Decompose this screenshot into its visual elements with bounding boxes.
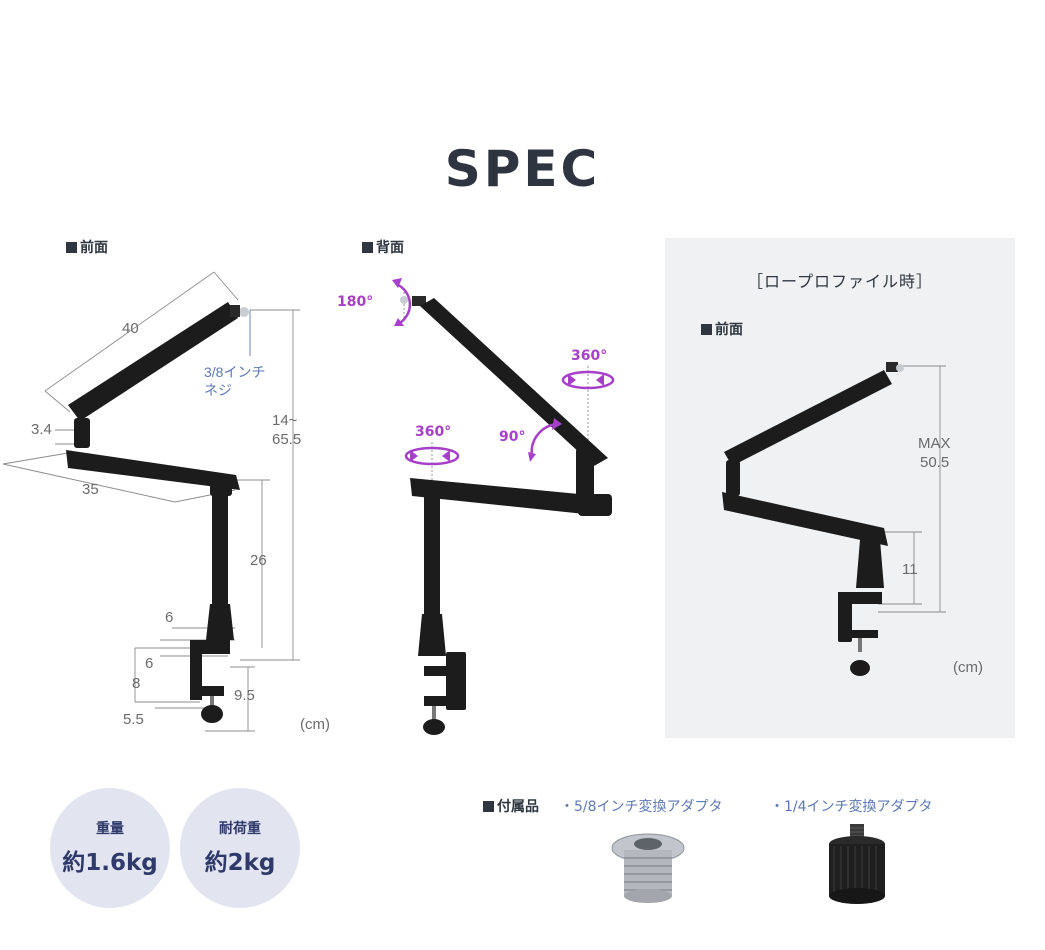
adapter-5-8-icon — [611, 833, 685, 903]
low-upper-arm — [724, 362, 904, 466]
back-section-label: 背面 — [362, 237, 404, 257]
square-bullet-icon — [362, 242, 373, 253]
rotation-90-label: 90° — [499, 429, 525, 445]
low-clamp — [838, 592, 882, 676]
accessory-item-1-4: ・1/4インチ変換アダプタ — [770, 799, 933, 815]
front-upper-arm — [68, 302, 249, 421]
dim-40: 40 — [122, 320, 139, 337]
low-profile-unit: (cm) — [953, 659, 983, 676]
front-lower-arm — [66, 450, 240, 496]
low-lower-arm — [722, 492, 888, 546]
low-post — [856, 540, 884, 588]
low-joint — [726, 460, 740, 496]
weight-label: 重量 — [96, 821, 124, 837]
dim-height-1: 14~ — [272, 412, 298, 429]
back-post — [418, 494, 446, 656]
front-post — [206, 494, 234, 640]
dim-26: 26 — [250, 552, 267, 569]
load-capacity-value: 約2kg — [204, 850, 276, 876]
dim-5-5: 5.5 — [123, 711, 144, 728]
dim-9-5: 9.5 — [234, 687, 255, 704]
dim-8: 8 — [132, 675, 140, 692]
front-clamp — [190, 640, 230, 723]
dim-35: 35 — [82, 481, 99, 498]
front-section-label: 前面 — [66, 237, 108, 257]
square-bullet-icon — [483, 801, 494, 812]
rotate-360-top-arrow — [561, 370, 615, 390]
accessory-item-5-8: ・5/8インチ変換アダプタ — [560, 799, 723, 815]
low-profile-front-label: 前面 — [701, 319, 743, 339]
front-unit: (cm) — [300, 716, 330, 733]
rotation-360-top-label: 360° — [571, 348, 607, 364]
dim-max-value: 50.5 — [920, 454, 949, 471]
adapter-1-4-icon — [829, 824, 885, 904]
rotate-360-left-arrow — [404, 446, 460, 466]
low-profile-panel — [665, 238, 1015, 738]
weight-spec-circle: 重量 約1.6kg — [50, 788, 170, 908]
rotate-180-arrow — [395, 282, 412, 326]
dim-6b: 6 — [145, 655, 153, 672]
page-title: SPEC — [444, 140, 601, 198]
rotation-360-left-label: 360° — [415, 424, 451, 440]
screw-label-1: 3/8インチ — [204, 364, 265, 380]
back-joint — [576, 448, 594, 498]
load-capacity-spec-circle: 耐荷重 約2kg — [180, 788, 300, 908]
back-lower-arm — [410, 478, 612, 516]
dim-6a: 6 — [165, 609, 173, 626]
dim-11: 11 — [902, 561, 918, 578]
back-clamp — [423, 652, 466, 735]
rotation-180-label: 180° — [337, 294, 373, 310]
front-joint — [74, 418, 90, 448]
square-bullet-icon — [66, 242, 77, 253]
weight-value: 約1.6kg — [62, 850, 158, 876]
accessories-label: 付属品 — [483, 796, 539, 816]
dim-height-2: 65.5 — [272, 431, 301, 448]
square-bullet-icon — [701, 324, 712, 335]
load-capacity-label: 耐荷重 — [219, 821, 261, 837]
dim-3-4: 3.4 — [31, 421, 52, 438]
screw-label-2: ネジ — [204, 382, 232, 398]
dim-max-label: MAX — [918, 435, 951, 452]
low-profile-title: ［ロープロファイル時］ — [746, 272, 934, 291]
